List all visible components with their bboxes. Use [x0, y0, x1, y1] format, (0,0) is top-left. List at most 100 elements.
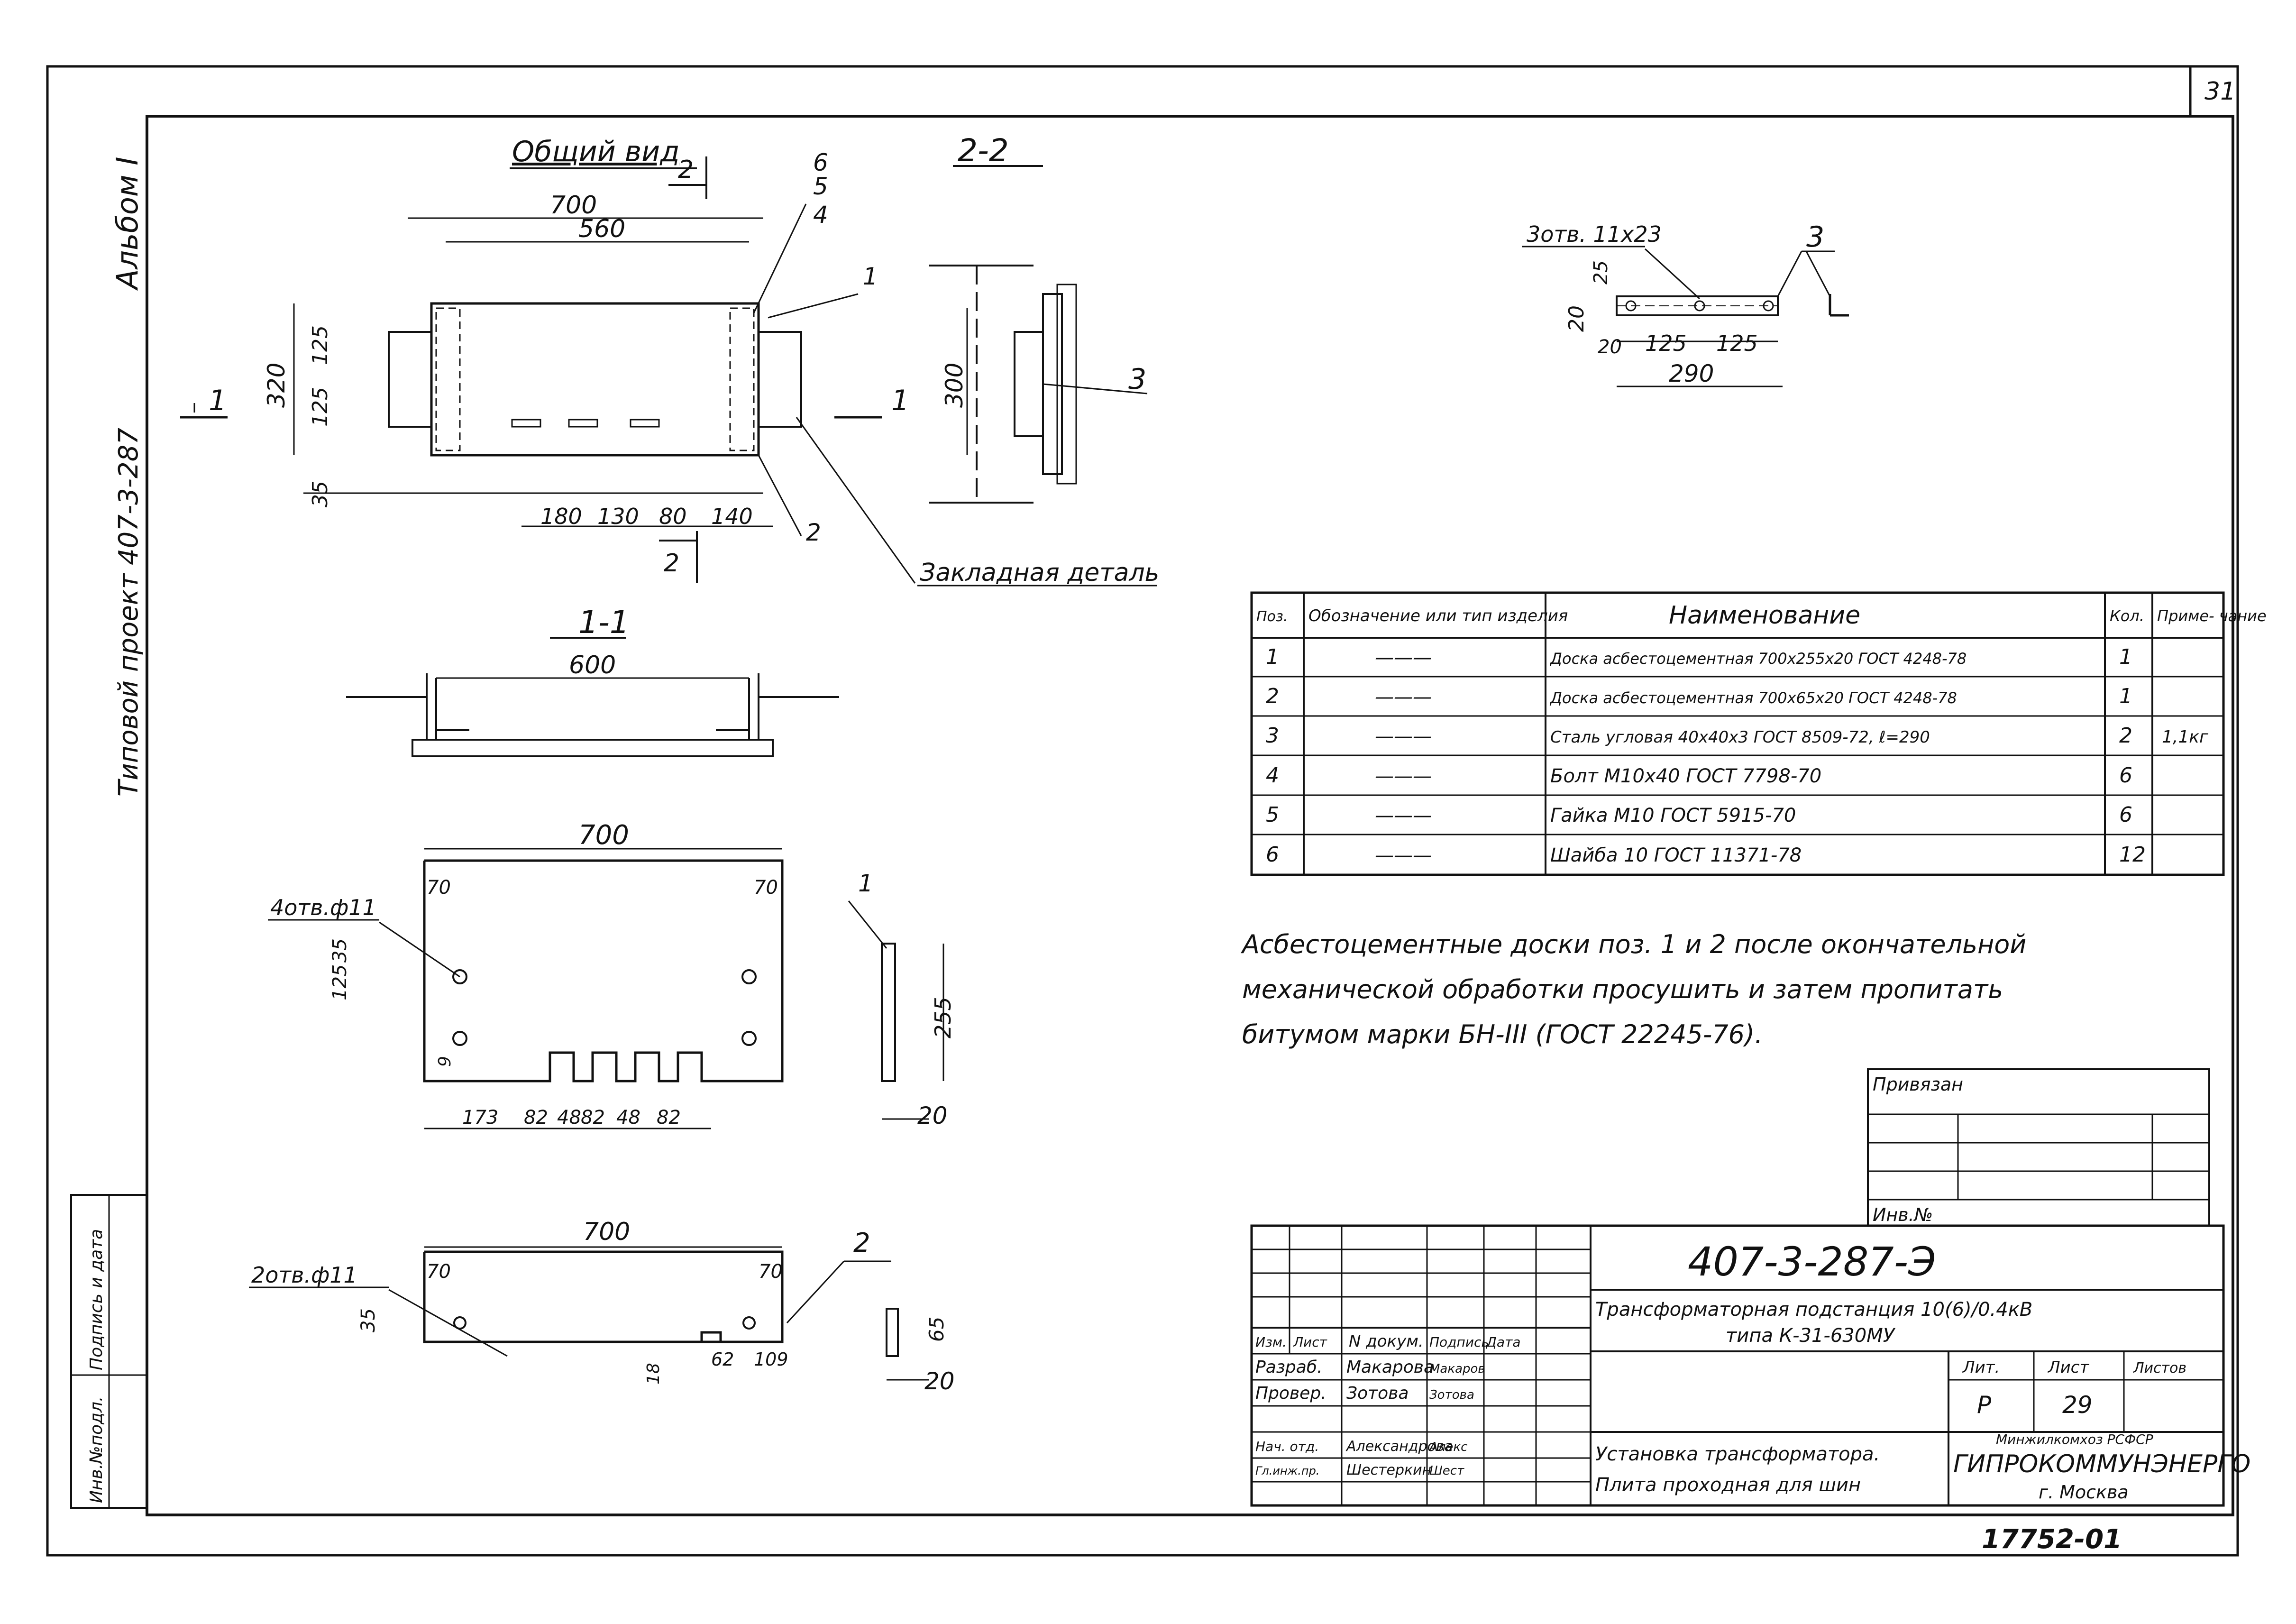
embedded-part-label: Закладная деталь	[920, 559, 1159, 587]
angle-dim-125b: 125	[1716, 330, 1758, 356]
spec-header-qty: Кол.	[2110, 607, 2144, 625]
svg-text:1,1кг: 1,1кг	[2162, 727, 2209, 747]
svg-text:12: 12	[2119, 843, 2146, 867]
role-row-2: Провер. Зотова Зотова	[1255, 1384, 1474, 1403]
sheet-header: Лист	[2047, 1358, 2089, 1377]
gv-callout-6: 6	[813, 149, 828, 176]
svg-text:———: ———	[1375, 647, 1432, 669]
board1-cut-82b: 82	[581, 1107, 605, 1129]
board-1-detail: 4отв.ф11 700 70 70 125 35 9 173 82 48 82…	[268, 820, 956, 1129]
svg-text:Макаров: Макаров	[1429, 1362, 1485, 1376]
spec-header-pos: Поз.	[1256, 608, 1288, 625]
svg-text:Зотова: Зотова	[1346, 1384, 1409, 1403]
spec-table: Поз. Обозначение или тип изделия Наимено…	[1250, 591, 2267, 876]
spec-row-4: 4 ——— Болт М10х40 ГОСТ 7798-70 6	[1266, 763, 2132, 788]
board1-cut-48a: 48	[557, 1107, 581, 1129]
col-header-izm: Изм.	[1255, 1334, 1287, 1350]
gv-dim-320: 320	[263, 363, 290, 408]
gv-dim-700: 700	[550, 191, 597, 220]
svg-text:Гайка М10 ГОСТ 5915-70: Гайка М10 ГОСТ 5915-70	[1550, 805, 1796, 826]
svg-text:6: 6	[2119, 803, 2132, 827]
svg-text:Болт М10х40 ГОСТ 7798-70: Болт М10х40 ГОСТ 7798-70	[1550, 765, 1821, 787]
svg-text:1: 1	[2119, 645, 2132, 669]
svg-text:Шестеркин: Шестеркин	[1346, 1462, 1431, 1478]
angle-dim-25: 25	[1590, 260, 1612, 284]
board-2-detail: 2отв.ф11 700 70 70 35 18 62 109 65 20 2	[249, 1218, 955, 1395]
section-22-title: 2-2	[958, 132, 1009, 169]
svg-text:4: 4	[1266, 763, 1279, 788]
board1-cut-48b: 48	[616, 1107, 640, 1129]
spec-row-6: 6 ——— Шайба 10 ГОСТ 11371-78 12	[1266, 843, 2146, 867]
board1-dim-70l: 70	[427, 877, 451, 899]
col-header-list: Лист	[1293, 1334, 1327, 1350]
gv-dim-180: 180	[540, 504, 582, 529]
svg-text:Сталь угловая 40х40х3 ГОСТ 850: Сталь угловая 40х40х3 ГОСТ 8509-72, ℓ=29…	[1550, 728, 1930, 747]
s22-callout-3: 3	[1128, 363, 1146, 396]
outer-frame	[46, 65, 2239, 1557]
svg-text:6: 6	[2119, 763, 2132, 788]
gv-dim-35: 35	[308, 481, 332, 507]
board1-dim-9: 9	[435, 1056, 455, 1067]
board2-dim-18: 18	[644, 1363, 663, 1385]
spec-header-name: Наименование	[1669, 601, 1860, 630]
plate-outline	[430, 302, 760, 457]
board1-cut-173: 173	[462, 1107, 498, 1129]
stage-header: Лит.	[1962, 1358, 2000, 1377]
svg-text:Алекс: Алекс	[1428, 1440, 1467, 1454]
board2-dim-65: 65	[925, 1317, 948, 1342]
privyazan-label: Привязан	[1873, 1074, 1963, 1095]
board1-holes-label: 4отв.ф11	[270, 895, 376, 920]
project-label: Типовой проект 407-3-287	[113, 428, 144, 797]
project-title-line-2: типа К-31-630МУ	[1726, 1325, 1896, 1347]
svg-text:3: 3	[1266, 724, 1279, 748]
board2-callout: 2	[853, 1228, 870, 1258]
gv-callout-2: 2	[806, 519, 821, 546]
angle-dim-125a: 125	[1645, 330, 1687, 356]
board1-callout: 1	[858, 870, 873, 897]
angle-dim-290: 290	[1669, 360, 1714, 387]
spec-header-note: Приме- чание	[2157, 607, 2267, 625]
spec-row-1: 1 ——— Доска асбестоцементная 700х255х20 …	[1266, 645, 2132, 669]
svg-text:Доска асбестоцементная 700х255: Доска асбестоцементная 700х255х20 ГОСТ 4…	[1549, 650, 1967, 668]
angle-callout-3: 3	[1806, 220, 1824, 254]
section-11-title: 1-1	[578, 604, 630, 641]
board2-dim-62: 62	[711, 1349, 734, 1370]
svg-text:2: 2	[2119, 724, 2132, 748]
side-label-inv: Инв.№подл.	[87, 1396, 106, 1503]
org-label: ГИПРОКОММУНЭНЕРГО	[1953, 1450, 2250, 1478]
angle-detail: 3отв. 11х23 20 25 20 125 125 290 3	[1522, 220, 1849, 387]
stage-value: Р	[1977, 1391, 1992, 1419]
board1-dim-255: 255	[930, 997, 956, 1038]
svg-text:Гл.инж.пр.: Гл.инж.пр.	[1255, 1464, 1319, 1477]
title-block: Привязан Инв.№ 407-3-287-Э Трансформатор…	[1250, 1068, 2250, 1507]
svg-text:Доска асбестоцементная 700х65х: Доска асбестоцементная 700х65х20 ГОСТ 42…	[1549, 689, 1957, 707]
svg-text:2: 2	[1266, 684, 1279, 708]
gv-dim-130: 130	[597, 504, 639, 529]
svg-text:5: 5	[1266, 803, 1279, 827]
svg-text:———: ———	[1375, 844, 1432, 866]
role-row-1: Разраб. Макарова Макаров	[1255, 1358, 1485, 1377]
drawing-title-line-1: Установка трансформатора.	[1595, 1443, 1880, 1465]
board2-outline	[423, 1250, 784, 1343]
board2-holes-label: 2отв.ф11	[251, 1262, 357, 1288]
svg-text:———: ———	[1375, 686, 1432, 708]
spec-row-5: 5 ——— Гайка М10 ГОСТ 5915-70 6	[1266, 803, 2132, 827]
note-line-3: битумом марки БН-III (ГОСТ 22245-76).	[1242, 1019, 1763, 1049]
svg-text:Макарова: Макарова	[1346, 1358, 1434, 1377]
gv-cut-1-right: 1	[891, 384, 909, 417]
board1-dim-20: 20	[917, 1102, 948, 1129]
board2-dim-70r: 70	[759, 1261, 783, 1283]
gv-cut-2-bottom: 2	[664, 549, 679, 578]
spec-header-designation: Обозначение или тип изделия	[1308, 606, 1568, 625]
sheets-header: Листов	[2133, 1360, 2186, 1376]
board1-outline	[423, 859, 784, 1083]
board2-dim-20: 20	[924, 1367, 955, 1395]
note-block: Асбестоцементные доски поз. 1 и 2 после …	[1241, 929, 2026, 1049]
col-header-date: Дата	[1485, 1334, 1521, 1350]
col-header-sign: Подпись	[1429, 1334, 1489, 1350]
svg-text:Зотова: Зотова	[1429, 1388, 1474, 1402]
gv-cut-1-left: 1	[209, 384, 227, 417]
svg-text:———: ———	[1375, 805, 1432, 826]
album-label: Альбом I	[110, 156, 145, 291]
